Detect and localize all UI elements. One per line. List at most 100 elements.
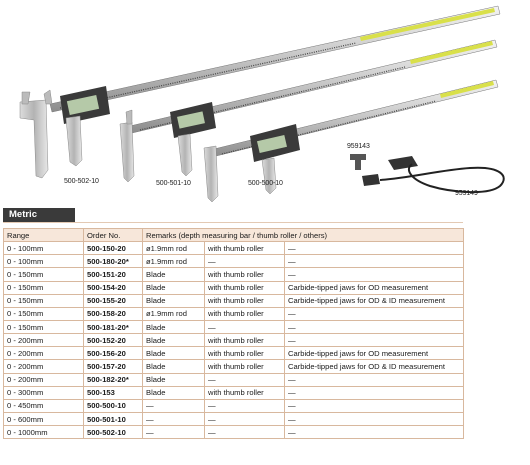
cell-remark-roller: with thumb roller — [204, 333, 285, 348]
cell-remark-other: — — [284, 333, 464, 348]
cell-remark-roller: with thumb roller — [204, 280, 285, 295]
cell-remark-roller: with thumb roller — [204, 346, 285, 361]
cell-remark-depth: Blade — [142, 267, 205, 282]
cell-remark-other: — — [284, 385, 464, 400]
cell-order-no: 500-501-10 — [83, 411, 143, 427]
cell-remark-depth: ø1.9mm rod — [142, 254, 205, 269]
cell-remark-depth: Blade — [142, 359, 205, 374]
cell-remark-other: — — [284, 411, 464, 427]
cell-remark-depth: ø1.9mm rod — [142, 241, 205, 256]
cell-order-no: 500-157-20 — [83, 359, 143, 374]
cell-order-no: 500-500-10 — [83, 398, 143, 413]
cell-remark-other: — — [284, 425, 464, 440]
cell-remark-roller: — — [204, 398, 285, 413]
accessory-label-959149: 959149 — [455, 190, 478, 197]
cell-range: 0 - 200mm — [3, 346, 84, 361]
cell-range: 0 - 100mm — [3, 254, 84, 269]
cell-remark-depth: — — [142, 398, 205, 413]
cell-range: 0 - 150mm — [3, 293, 84, 308]
cell-remark-depth: Blade — [142, 385, 205, 400]
cell-order-no: 500-156-20 — [83, 346, 143, 361]
header-range: Range — [3, 227, 84, 243]
cell-remark-other: Carbide-tipped jaws for OD measurement — [284, 346, 464, 361]
cell-remark-roller: with thumb roller — [204, 267, 285, 282]
cell-remark-other: — — [284, 241, 464, 256]
cell-remark-depth: — — [142, 425, 205, 440]
accessory-label-959143: 959143 — [347, 143, 370, 150]
cell-remark-roller: — — [204, 372, 285, 387]
cell-range: 0 - 300mm — [3, 385, 84, 400]
cell-remark-other: — — [284, 267, 464, 282]
caliper-label-450mm: 500-500-10 — [248, 180, 283, 187]
cell-range: 0 - 1000mm — [3, 425, 84, 440]
cell-remark-depth: Blade — [142, 319, 205, 335]
caliper-1000mm — [19, 5, 501, 179]
cell-remark-roller: — — [204, 254, 285, 269]
cell-remark-depth: Blade — [142, 333, 205, 348]
cell-range: 0 - 450mm — [3, 398, 84, 413]
cell-order-no: 500-152-20 — [83, 333, 143, 348]
cell-range: 0 - 600mm — [3, 411, 84, 427]
cell-remark-depth: ø1.9mm rod — [142, 306, 205, 321]
cell-order-no: 500-153 — [83, 385, 143, 400]
cell-order-no: 500-150-20 — [83, 241, 143, 256]
header-order-no: Order No. — [83, 227, 143, 243]
cell-range: 0 - 150mm — [3, 280, 84, 295]
cell-order-no: 500-180-20* — [83, 254, 143, 269]
cell-remark-other: — — [284, 306, 464, 321]
caliper-600mm — [119, 39, 498, 183]
cell-remark-depth: Blade — [142, 280, 205, 295]
section-divider — [3, 222, 463, 223]
cell-order-no: 500-155-20 — [83, 293, 143, 308]
cell-range: 0 - 150mm — [3, 306, 84, 321]
cell-range: 0 - 150mm — [3, 319, 84, 335]
accessory-959149-cable — [362, 156, 505, 194]
spec-table: Range Order No. Remarks (depth measuring… — [3, 227, 464, 440]
header-remarks: Remarks (depth measuring bar / thumb rol… — [142, 227, 464, 243]
cell-remark-other: Carbide-tipped jaws for OD measurement — [284, 280, 464, 295]
section-tab-metric: Metric — [3, 208, 75, 222]
cell-remark-roller: with thumb roller — [204, 385, 285, 400]
cell-remark-roller: — — [204, 411, 285, 427]
cell-range: 0 - 200mm — [3, 372, 84, 387]
cell-order-no: 500-158-20 — [83, 306, 143, 321]
cell-remark-other: — — [284, 398, 464, 413]
cell-remark-roller: with thumb roller — [204, 359, 285, 374]
caliper-label-600mm: 500-501-10 — [156, 180, 191, 187]
cell-range: 0 - 200mm — [3, 333, 84, 348]
caliper-450mm — [203, 79, 499, 203]
cell-remark-roller: — — [204, 425, 285, 440]
cell-remark-depth: Blade — [142, 372, 205, 387]
cell-remark-roller: with thumb roller — [204, 306, 285, 321]
cell-range: 0 - 100mm — [3, 241, 84, 256]
cell-remark-depth: — — [142, 411, 205, 427]
caliper-label-1000mm: 500-502-10 — [64, 178, 99, 185]
cell-order-no: 500-154-20 — [83, 280, 143, 295]
cell-remark-other: — — [284, 254, 464, 269]
cell-remark-roller: — — [204, 319, 285, 335]
cell-remark-other: — — [284, 372, 464, 387]
cell-order-no: 500-502-10 — [83, 425, 143, 440]
cell-order-no: 500-181-20* — [83, 319, 143, 335]
accessory-959143 — [350, 154, 366, 170]
product-photo — [19, 5, 505, 203]
cell-remark-other: — — [284, 319, 464, 335]
cell-range: 0 - 150mm — [3, 267, 84, 282]
cell-order-no: 500-151-20 — [83, 267, 143, 282]
cell-remark-depth: Blade — [142, 346, 205, 361]
cell-remark-roller: with thumb roller — [204, 241, 285, 256]
